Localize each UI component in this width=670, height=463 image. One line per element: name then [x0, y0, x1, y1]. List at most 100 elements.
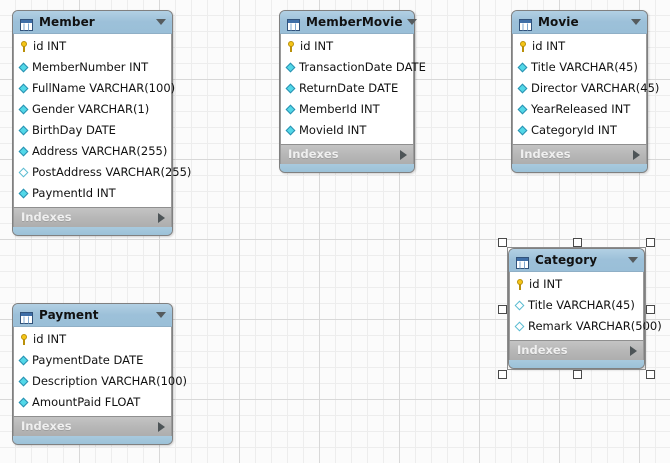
column-label: id INT [33, 332, 67, 346]
column-label: ReturnDate DATE [299, 81, 399, 95]
column-row[interactable]: MemberId INT [281, 99, 413, 120]
resize-handle-se[interactable] [646, 370, 655, 379]
indexes-label: Indexes [517, 343, 568, 357]
indexes-label: Indexes [288, 147, 339, 161]
column-row[interactable]: YearReleased INT [513, 99, 646, 120]
column-icon [18, 187, 30, 200]
indexes-section-payment[interactable]: Indexes [13, 416, 172, 436]
column-row[interactable]: Gender VARCHAR(1) [14, 99, 171, 120]
indexes-label: Indexes [520, 147, 571, 161]
primary-key-icon [514, 278, 526, 291]
indexes-section-category[interactable]: Indexes [509, 340, 644, 360]
table-name-label: Member [39, 14, 95, 29]
column-icon [517, 82, 529, 95]
column-icon [18, 354, 30, 367]
primary-key-icon [18, 333, 30, 346]
table-icon [516, 254, 529, 269]
column-row[interactable]: Address VARCHAR(255) [14, 141, 171, 162]
column-label: PostAddress VARCHAR(255) [32, 165, 192, 179]
indexes-label: Indexes [21, 419, 72, 433]
column-label: AmountPaid FLOAT [32, 395, 141, 409]
column-row[interactable]: Title VARCHAR(45) [510, 295, 643, 316]
column-row[interactable]: CategoryId INT [513, 120, 646, 141]
column-row[interactable]: Description VARCHAR(100) [14, 371, 187, 392]
column-row[interactable]: AmountPaid FLOAT [14, 392, 171, 413]
table-footer [13, 227, 172, 235]
column-row[interactable]: MemberNumber INT [14, 57, 171, 78]
column-icon [285, 82, 297, 95]
column-label: Director VARCHAR(45) [531, 81, 660, 95]
column-row[interactable]: MovieId INT [281, 120, 413, 141]
chevron-right-icon[interactable] [633, 149, 640, 160]
table-footer [512, 164, 647, 172]
table-name-label: Payment [39, 307, 99, 322]
table-figure-member[interactable]: Member id INT MemberNumber INT FullName VAR… [12, 10, 191, 236]
indexes-section-membermovie[interactable]: Indexes [280, 144, 414, 164]
column-row[interactable]: ReturnDate DATE [281, 78, 413, 99]
column-row[interactable]: id INT [14, 36, 171, 57]
column-nullable-icon [18, 166, 30, 179]
column-row[interactable]: id INT [14, 329, 171, 350]
column-icon [18, 375, 30, 388]
column-icon [517, 61, 529, 74]
column-label: id INT [33, 39, 67, 53]
column-label: Title VARCHAR(45) [531, 60, 638, 74]
table-header-member[interactable]: Member [13, 11, 172, 34]
chevron-down-icon[interactable] [631, 19, 641, 25]
table-icon [287, 16, 300, 31]
column-row[interactable]: id INT [281, 36, 413, 57]
column-row[interactable]: id INT [513, 36, 646, 57]
chevron-right-icon[interactable] [158, 421, 165, 432]
chevron-right-icon[interactable] [630, 345, 637, 356]
chevron-down-icon[interactable] [628, 257, 638, 263]
table-header-membermovie[interactable]: MemberMovie [280, 11, 417, 34]
indexes-section-member[interactable]: Indexes [13, 207, 172, 227]
column-row[interactable]: TransactionDate DATE [281, 57, 426, 78]
indexes-section-movie[interactable]: Indexes [512, 144, 647, 164]
column-label: MemberNumber INT [32, 60, 149, 74]
chevron-right-icon[interactable] [158, 212, 165, 223]
resize-handle-w[interactable] [498, 304, 507, 314]
column-row[interactable]: Remark VARCHAR(500) [510, 316, 662, 337]
column-label: Remark VARCHAR(500) [528, 319, 662, 333]
chevron-down-icon[interactable] [156, 19, 166, 25]
column-row[interactable]: id INT [510, 274, 643, 295]
resize-handle-n[interactable] [572, 238, 582, 247]
table-figure-category[interactable]: Category id INT Title VARCHAR(45) Remark VA… [508, 248, 662, 369]
column-label: id INT [529, 277, 563, 291]
resize-handle-e[interactable] [646, 304, 655, 314]
resize-handle-ne[interactable] [646, 238, 655, 247]
column-row[interactable]: Director VARCHAR(45) [513, 78, 659, 99]
chevron-right-icon[interactable] [400, 149, 407, 160]
column-row[interactable]: PaymentDate DATE [14, 350, 171, 371]
column-row[interactable]: PostAddress VARCHAR(255) [14, 162, 191, 183]
column-label: Title VARCHAR(45) [528, 298, 635, 312]
column-icon [18, 145, 30, 158]
column-row[interactable]: PaymentId INT [14, 183, 171, 204]
column-icon [285, 103, 297, 116]
primary-key-icon [517, 40, 529, 53]
chevron-down-icon[interactable] [156, 312, 166, 318]
resize-handle-sw[interactable] [498, 370, 507, 379]
table-icon [20, 16, 33, 31]
column-row[interactable]: BirthDay DATE [14, 120, 171, 141]
table-header-category[interactable]: Category [509, 249, 644, 272]
column-label: CategoryId INT [531, 123, 617, 137]
table-header-movie[interactable]: Movie [512, 11, 647, 34]
column-row[interactable]: FullName VARCHAR(100) [14, 78, 175, 99]
chevron-down-icon[interactable] [406, 19, 417, 25]
table-footer [509, 360, 644, 368]
column-row[interactable]: Title VARCHAR(45) [513, 57, 646, 78]
resize-handle-nw[interactable] [498, 238, 507, 247]
column-label: Address VARCHAR(255) [32, 144, 168, 158]
table-header-payment[interactable]: Payment [13, 304, 172, 327]
table-footer [13, 436, 172, 444]
resize-handle-s[interactable] [572, 370, 582, 379]
column-label: BirthDay DATE [32, 123, 116, 137]
